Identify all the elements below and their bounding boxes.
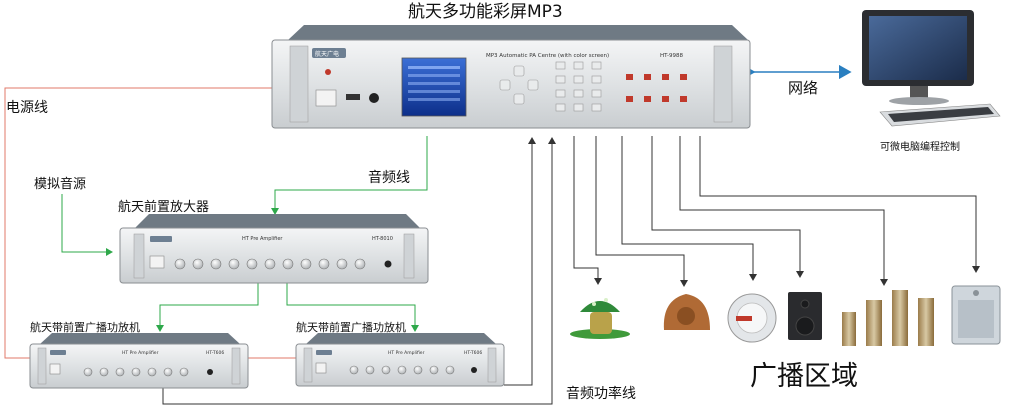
- zone-line-5: [679, 136, 888, 286]
- amp1-power-return: [162, 137, 556, 405]
- mp3-dpad[interactable]: [499, 65, 539, 105]
- power-line-label: 电源线: [6, 100, 48, 116]
- network-label: 网络: [788, 79, 818, 97]
- preamp-unit[interactable]: HT Pre Amplifier HT-8010: [119, 214, 429, 284]
- amp2-panel-text: HT Pre Amplifier: [388, 350, 425, 356]
- mp3-panel-text: MP3 Automatic PA Centre (with color scre…: [486, 53, 609, 59]
- amp1-panel-text: HT Pre Amplifier: [122, 350, 159, 356]
- amp2-model: HT-T606: [464, 350, 482, 356]
- preamp-title: 航天前置放大器: [118, 199, 209, 215]
- amp-unit-2[interactable]: HT Pre Amplifier HT-T606: [295, 333, 505, 387]
- computer-icon: [862, 10, 1001, 127]
- mp3-zone-buttons[interactable]: [626, 74, 687, 102]
- broadcast-zone-label: 广播区域: [750, 361, 858, 392]
- amp2-knobs[interactable]: [349, 365, 477, 375]
- mp3-button-grid[interactable]: [555, 61, 602, 112]
- audio-power-line-label: 音频功率线: [566, 385, 636, 402]
- preamp-panel-text: HT Pre Amplifier: [242, 236, 283, 242]
- analog-source-line: [61, 194, 113, 256]
- column-speakers-icon: [842, 290, 934, 346]
- zone-line-2: [595, 136, 688, 287]
- power-line: [4, 87, 272, 359]
- preamp-knobs[interactable]: [174, 258, 392, 270]
- box-speaker-icon: [788, 292, 822, 340]
- mushroom-speaker-icon: [570, 298, 630, 339]
- analog-source-label: 模拟音源: [34, 176, 86, 192]
- preamp-model: HT-8010: [372, 236, 393, 242]
- zone-line-6: [699, 136, 980, 273]
- mp3-main-unit[interactable]: 航天广电 MP3 Automatic PA Centre (with color…: [271, 25, 751, 129]
- preamp-to-amp2: [286, 283, 419, 332]
- mp3-brand: 航天广电: [315, 50, 339, 58]
- amp1-title: 航天带前置广播功放机: [30, 320, 140, 334]
- amp2-power-return: [504, 137, 536, 386]
- amp1-knobs[interactable]: [83, 367, 213, 377]
- rock-speaker-icon: [663, 294, 710, 330]
- zone-line-1: [573, 136, 602, 285]
- amp1-model: HT-T606: [206, 350, 224, 356]
- preamp-to-amp1: [156, 283, 259, 332]
- wall-speaker-icon: [951, 285, 1001, 345]
- amp2-title: 航天带前置广播功放机: [296, 320, 406, 334]
- mp3-model: HT-9988: [660, 53, 683, 59]
- ceiling-speaker-icon: [727, 293, 777, 343]
- audio-line-label: 音频线: [368, 169, 410, 186]
- pc-control-label: 可微电脑编程控制: [880, 140, 960, 153]
- amp-unit-1[interactable]: HT Pre Amplifier HT-T606: [29, 333, 249, 389]
- audio-line: [271, 136, 428, 215]
- zone-line-4: [651, 136, 804, 278]
- diagram-title: 航天多功能彩屏MP3: [408, 2, 563, 22]
- zone-line-3: [621, 136, 757, 281]
